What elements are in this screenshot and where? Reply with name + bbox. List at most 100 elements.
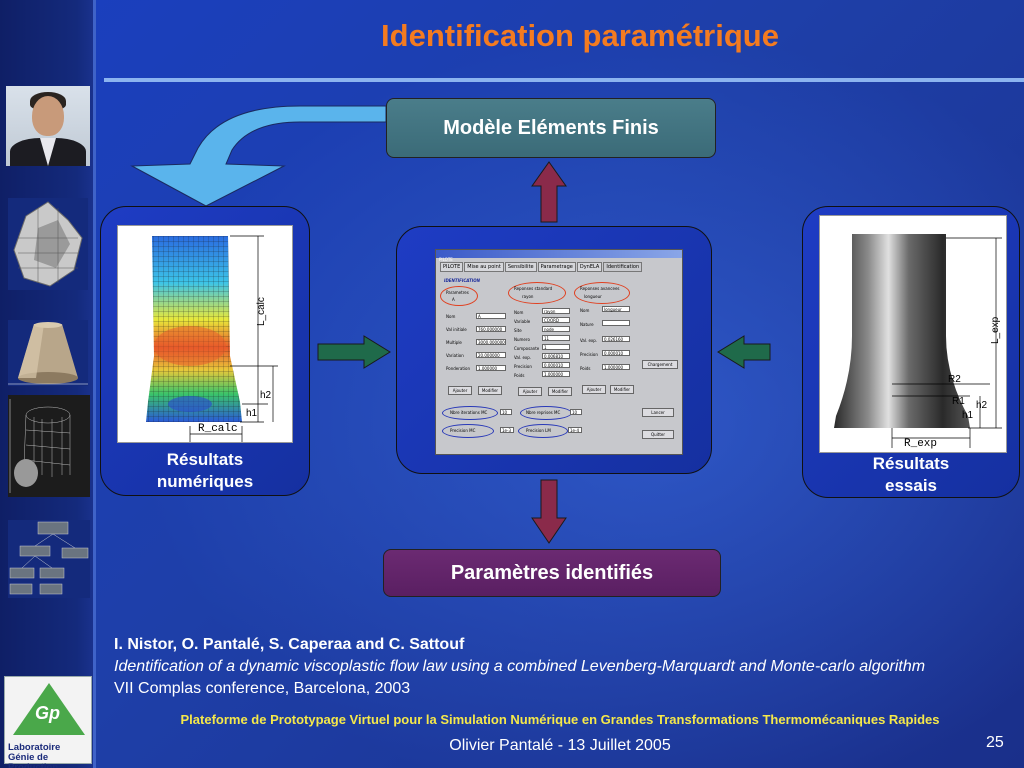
reponses-avancees-label: Reponses avancees xyxy=(580,286,620,291)
col3-label-precision: Precision xyxy=(580,352,598,357)
reponses-avancees-value[interactable]: longueur xyxy=(584,294,602,299)
exp-label-l-exp: L_exp xyxy=(990,316,1001,344)
col2-field-numero[interactable]: 11 xyxy=(542,335,570,341)
modifier-button-3[interactable]: Modifier xyxy=(610,385,634,394)
dialog-tabs: PILOTE Mise au point Sensibilite Paramet… xyxy=(440,262,643,272)
tab-identification[interactable]: Identification xyxy=(603,262,643,272)
fem-label-r-calc: R_calc xyxy=(198,423,238,435)
col2-label-site: Site xyxy=(514,328,522,333)
col3-label-val-exp: Val. exp. xyxy=(580,338,598,343)
author-portrait xyxy=(6,86,90,166)
slide-title: Identification paramétrique xyxy=(381,18,779,53)
precision-mc-label: Precision MC xyxy=(450,428,476,433)
fem-result-image: L_calc h2 h1 R_calc xyxy=(117,225,293,443)
exp-label-h1: h1 xyxy=(962,410,974,421)
col2-label-numero: Numero xyxy=(514,337,530,342)
parametres-value[interactable]: A xyxy=(452,297,455,302)
col2-label-precision: Precision xyxy=(514,364,532,369)
curved-arrow-icon xyxy=(130,105,387,207)
col3-field-nature[interactable] xyxy=(602,320,630,326)
logo-mark: Gp xyxy=(35,703,60,723)
precision-lm-field[interactable]: 1e-4 xyxy=(568,427,582,433)
col2-field-nom[interactable]: rayon xyxy=(542,308,570,314)
col3-field-precision[interactable]: 0.000010 xyxy=(602,350,630,356)
left-sidebar: Gp Laboratoire Génie de Production xyxy=(0,0,96,768)
col2-field-precision[interactable]: 0.000010 xyxy=(542,362,570,368)
nbre-iter-mc-field[interactable]: 10 xyxy=(500,409,512,415)
chargement-button[interactable]: Chargement xyxy=(642,360,678,369)
nbre-rep-mc-label: Nbre reprises MC xyxy=(526,410,561,415)
col2-field-variable[interactable]: COORD xyxy=(542,317,570,323)
experimental-results-label: Résultats essais xyxy=(803,453,1019,497)
numerical-results-label: Résultats numériques xyxy=(101,449,309,493)
exp-label-r1: R1 xyxy=(952,396,965,407)
col1-field-variation[interactable]: 20.000000 xyxy=(476,352,506,358)
col1-field-ponderation[interactable]: 1.000000 xyxy=(476,365,506,371)
col2-field-site[interactable]: node xyxy=(542,326,570,332)
fem-model-box: Modèle Eléments Finis xyxy=(386,98,716,158)
modifier-button-2[interactable]: Modifier xyxy=(548,387,572,396)
logo-text: Laboratoire Génie de Production xyxy=(8,743,91,768)
col1-field-multiple[interactable]: 3000.000000 xyxy=(476,339,506,345)
tube-mesh-thumbnail xyxy=(8,395,90,497)
logo-line2: Génie de Production xyxy=(8,752,59,768)
col2-field-composante[interactable]: 1 xyxy=(542,344,570,350)
numerical-results-line1: Résultats xyxy=(166,450,244,469)
col2-label-val-exp: Val. exp. xyxy=(514,355,532,360)
numerical-results-panel: L_calc h2 h1 R_calc Résultats numériques xyxy=(100,206,310,496)
reponses-standard-highlight xyxy=(508,282,566,304)
lancer-button[interactable]: Lancer xyxy=(642,408,674,417)
precision-mc-field[interactable]: 1e-3 xyxy=(500,427,514,433)
col1-label-variation: Variation xyxy=(446,353,464,358)
cylinder-specimen-thumbnail xyxy=(8,320,88,386)
col2-field-val-exp[interactable]: 0.006810 xyxy=(542,353,570,359)
arrow-right-icon xyxy=(317,335,391,369)
sidebar-separator xyxy=(93,0,96,768)
col3-field-poids[interactable]: 1.000000 xyxy=(602,364,630,370)
dialog-title: PILOTE xyxy=(439,257,453,262)
tab-dynela[interactable]: DynELA xyxy=(576,262,603,272)
col1-label-ponderation: Ponderation xyxy=(446,366,471,371)
col2-label-composante: Composante xyxy=(514,346,540,351)
experimental-specimen-image: L_exp R2 R1 h2 h1 R_exp xyxy=(819,215,1007,453)
col1-field-val-initiale[interactable]: 760.000000 xyxy=(476,326,506,332)
identified-params-label: Paramètres identifiés xyxy=(450,561,654,584)
tab-parametrage[interactable]: Parametrage xyxy=(537,262,576,272)
col3-field-val-exp[interactable]: 0.026160 xyxy=(602,336,630,342)
ajouter-button-1[interactable]: Ajouter xyxy=(448,386,472,395)
iter-mc-highlight xyxy=(442,406,498,420)
nbre-rep-mc-field[interactable]: 10 xyxy=(570,409,582,415)
parametres-label: Parametres xyxy=(446,290,469,295)
col3-label-nature: Nature xyxy=(580,322,594,327)
tab-pilote[interactable]: PILOTE xyxy=(440,262,464,272)
identified-params-box: Paramètres identifiés xyxy=(383,549,721,597)
reponses-standard-label: Reponses standard xyxy=(514,286,553,291)
citation-title: Identification of a dynamic viscoplastic… xyxy=(114,658,926,675)
experimental-results-line1: Résultats xyxy=(872,454,950,473)
col2-label-nom: Nom xyxy=(514,310,524,315)
col2-field-poids[interactable]: 1.000000 xyxy=(542,371,570,377)
exp-label-r2: R2 xyxy=(948,374,961,385)
col1-label-val-initiale: Val initiale xyxy=(446,327,467,332)
citation-venue: VII Complas conference, Barcelona, 2003 xyxy=(114,680,411,697)
tab-mise-au-point[interactable]: Mise au point xyxy=(464,262,504,272)
ajouter-button-3[interactable]: Ajouter xyxy=(582,385,606,394)
arrow-left-icon xyxy=(717,335,771,369)
laboratory-logo: Gp Laboratoire Génie de Production xyxy=(4,676,92,768)
citation-block: I. Nistor, O. Pantalé, S. Caperaa and C.… xyxy=(114,634,925,700)
exp-label-h2: h2 xyxy=(976,400,988,411)
precision-mc-highlight xyxy=(442,424,494,438)
experimental-results-panel: L_exp R2 R1 h2 h1 R_exp Résultats essais xyxy=(802,206,1020,498)
col1-field-nom[interactable]: A xyxy=(476,313,506,319)
numerical-results-line2: numériques xyxy=(156,472,254,491)
reponses-standard-value[interactable]: rayon xyxy=(522,294,534,299)
tab-sensibilite[interactable]: Sensibilite xyxy=(504,262,537,272)
identification-software-panel: PILOTE PILOTE Mise au point Sensibilite … xyxy=(396,226,712,474)
ajouter-button-2[interactable]: Ajouter xyxy=(518,387,542,396)
col3-field-nom[interactable]: longueur xyxy=(602,306,630,312)
quitter-button[interactable]: Quitter xyxy=(642,430,674,439)
citation-authors: I. Nistor, O. Pantalé, S. Caperaa and C.… xyxy=(114,636,465,653)
modifier-button-1[interactable]: Modifier xyxy=(478,386,502,395)
nbre-iter-mc-label: Nbre iterations MC xyxy=(450,410,488,415)
